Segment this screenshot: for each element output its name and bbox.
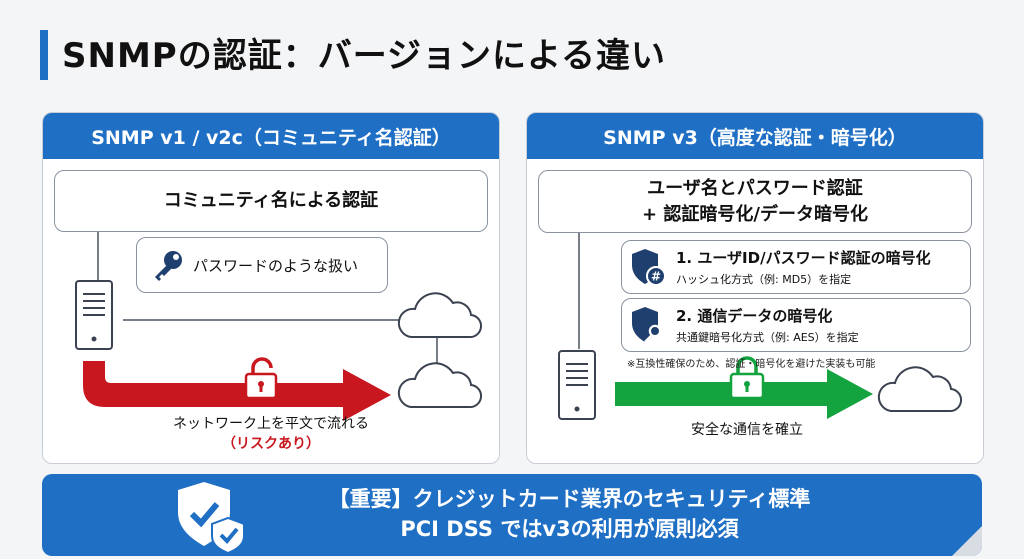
- plaintext-caption-text: ネットワーク上を平文で流れる: [173, 416, 369, 432]
- auth-box-line2: + 認証暗号化/データ暗号化: [642, 203, 868, 225]
- feature2-text: 2. 通信データの暗号化 共通鍵暗号化方式（例: AES）を指定: [676, 305, 859, 345]
- banner-text: 【重要】クレジットカード業界のセキュリティ標準 PCI DSS ではv3の利用が…: [217, 484, 922, 544]
- password-note-box: パスワードのような扱い: [136, 237, 388, 293]
- right-diagram: [558, 233, 963, 420]
- title-accent-bar: [40, 30, 48, 80]
- banner-line1: 【重要】クレジットカード業界のセキュリティ標準: [328, 487, 811, 511]
- panel-snmp-v1-v2c: SNMP v1 / v2c（コミュニティ名認証）: [42, 112, 500, 464]
- auth-box-line1: ユーザ名とパスワード認証: [647, 177, 863, 199]
- panel-header-v3: SNMP v3（高度な認証・暗号化）: [527, 113, 983, 159]
- cloud-icon: [877, 366, 963, 413]
- feature2-title: 2. 通信データの暗号化: [676, 307, 833, 325]
- panel-snmp-v3: SNMP v3（高度な認証・暗号化） ユーザ名とパスワード認証 + 認証暗号化/…: [526, 112, 984, 464]
- feature-data-encryption: 2. 通信データの暗号化 共通鍵暗号化方式（例: AES）を指定: [621, 298, 971, 352]
- risk-label: （リスクあり）: [222, 436, 320, 452]
- compatibility-note: ※互換性確保のため、認証・暗号化を避けた実装も可能: [627, 359, 876, 370]
- community-auth-label: コミュニティ名による認証: [163, 190, 379, 211]
- panel-header-v1-v2c: SNMP v1 / v2c（コミュニティ名認証）: [43, 113, 499, 159]
- secure-caption: 安全な通信を確立: [691, 422, 803, 438]
- server-icon: [75, 280, 113, 350]
- plaintext-arrow: [83, 361, 391, 421]
- feature-auth-encryption: # 1. ユーザID/パスワード認証の暗号化 ハッシュ化方式（例: MD5）を指…: [621, 240, 971, 294]
- feature1-subtitle: ハッシュ化方式（例: MD5）を指定: [676, 273, 852, 286]
- feature1-title: 1. ユーザID/パスワード認証の暗号化: [676, 249, 931, 267]
- shield-key-icon: [632, 307, 662, 343]
- lock-icon: [244, 357, 278, 400]
- page-curl-corner: [952, 526, 982, 556]
- left-diagram: [75, 232, 483, 421]
- key-icon: [155, 251, 182, 281]
- banner-line2: PCI DSS ではv3の利用が原則必須: [400, 517, 739, 541]
- password-note-label: パスワードのような扱い: [193, 256, 359, 275]
- cloud-icon: [397, 362, 483, 409]
- connector-lines: [97, 232, 438, 365]
- feature2-subtitle: 共通鍵暗号化方式（例: AES）を指定: [676, 331, 859, 344]
- shield-hash-icon: #: [632, 249, 666, 286]
- server-icon: [558, 350, 596, 420]
- lock-icon: [729, 356, 765, 400]
- pci-dss-banner: 【重要】クレジットカード業界のセキュリティ標準 PCI DSS ではv3の利用が…: [42, 474, 982, 556]
- plaintext-caption: ネットワーク上を平文で流れる （リスクあり）: [43, 413, 499, 453]
- page-title: SNMPの認証：バージョンによる違い: [62, 36, 666, 76]
- feature1-text: 1. ユーザID/パスワード認証の暗号化 ハッシュ化方式（例: MD5）を指定: [676, 247, 931, 287]
- community-auth-box: コミュニティ名による認証: [54, 170, 488, 232]
- svg-text:#: #: [651, 270, 661, 284]
- user-password-auth-box: ユーザ名とパスワード認証 + 認証暗号化/データ暗号化: [538, 170, 972, 233]
- shield-check-icon: [178, 482, 245, 554]
- cloud-icon: [397, 292, 483, 339]
